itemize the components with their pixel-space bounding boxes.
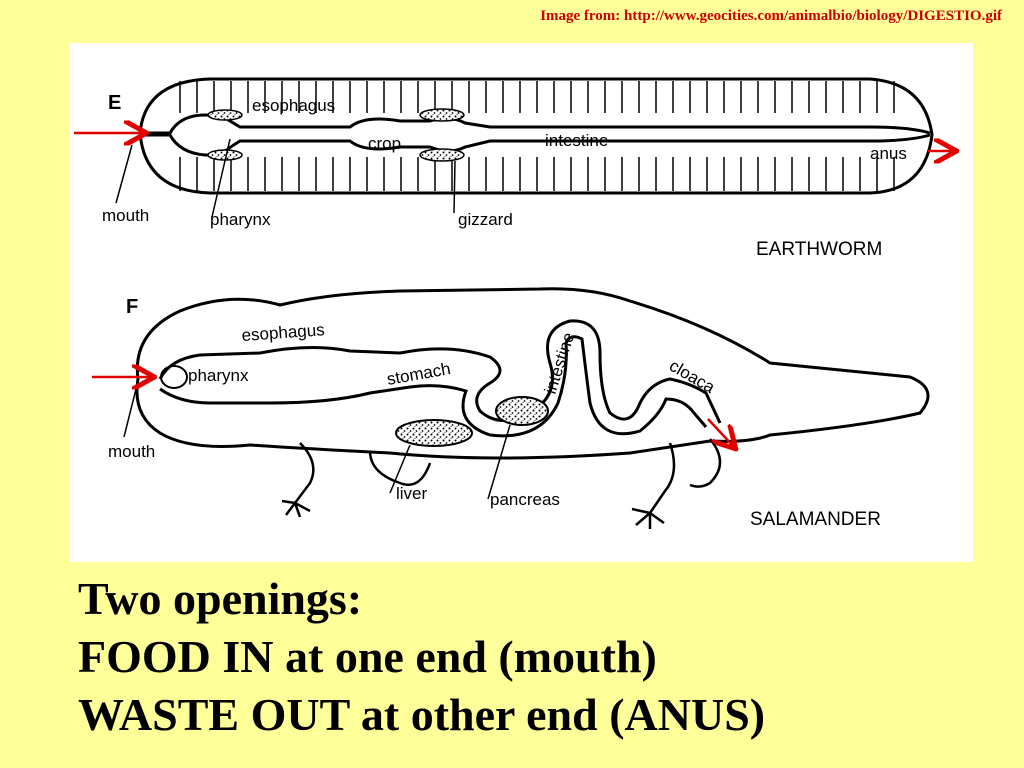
salamander-figure: F esophagus pharynx stomach intestine cl… [92,287,930,530]
label-stomach: stomach [385,359,452,389]
label-intestine-salamander: intestine [541,330,579,396]
gizzard-bottom [419,148,465,162]
label-pharynx-worm: pharynx [210,210,271,229]
label-esophagus-salamander: esophagus [241,320,325,345]
label-pharynx-salamander: pharynx [188,366,249,385]
diagram-panel: E esophagus crop intestine anus mouth ph… [70,43,973,562]
gut-upper [142,113,931,135]
liver-organ [395,419,473,447]
label-mouth-salamander: mouth [108,442,155,461]
earthworm-figure: E esophagus crop intestine anus mouth ph… [74,77,954,260]
salamander-body [135,287,930,460]
earthworm-title: EARTHWORM [756,239,882,260]
gut-lower [142,133,931,157]
salamander-gut-inner [159,335,708,438]
pancreas-organ [495,396,549,426]
label-mouth-worm: mouth [102,206,149,225]
label-esophagus-worm: esophagus [252,96,335,115]
salamander-tag: F [126,296,138,318]
gizzard-top [419,108,465,122]
label-crop: crop [368,134,401,153]
earthworm-tag: E [108,92,121,114]
image-credit: Image from: http://www.geocities.com/ani… [540,8,1002,24]
earthworm-segments [179,81,895,191]
label-cloaca: cloaca [666,356,719,397]
label-gizzard: gizzard [458,210,513,229]
waste-out-arrow-salamander [707,418,734,447]
label-pancreas: pancreas [490,490,560,509]
earthworm-body [138,77,934,195]
pharynx-top [207,109,243,121]
caption-line-3: WASTE OUT at other end (ANUS) [78,689,766,740]
salamander-title: SALAMANDER [750,509,881,530]
caption-line-1: Two openings: [78,573,363,624]
digestive-diagram: E esophagus crop intestine anus mouth ph… [74,77,973,530]
slide-caption: Two openings: FOOD IN at one end (mouth)… [78,570,765,744]
pharynx-organ [160,365,188,389]
caption-line-2: FOOD IN at one end (mouth) [78,631,657,682]
label-intestine-worm: intestine [545,131,608,150]
label-anus: anus [870,144,907,163]
label-liver: liver [396,484,428,503]
